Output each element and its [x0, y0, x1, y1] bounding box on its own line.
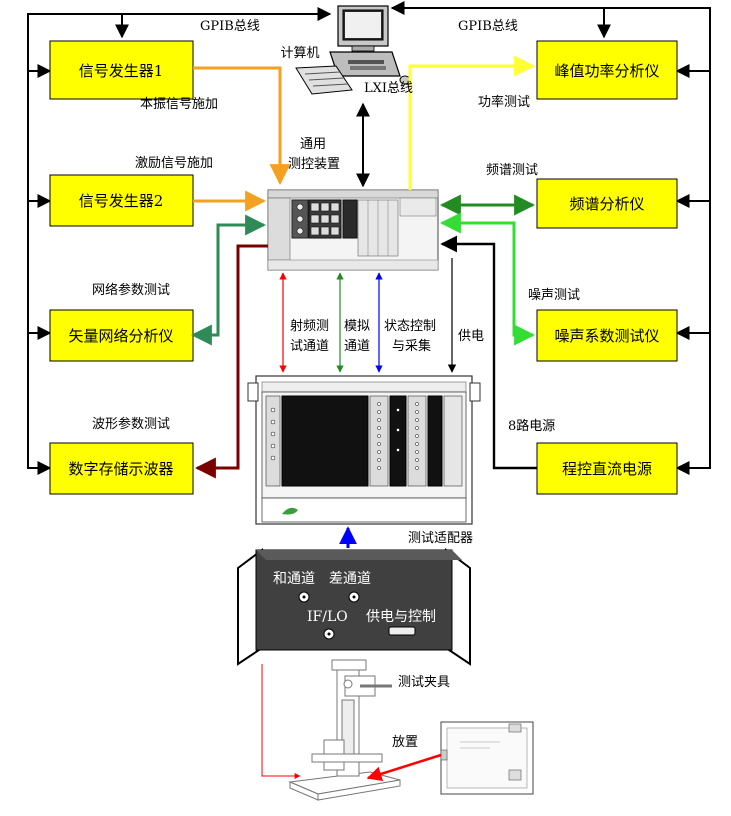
instrument-sig-gen-2: 信号发生器2 [49, 174, 194, 227]
noise-test-label: 噪声测试 [528, 288, 580, 303]
excite-apply-label: 激励信号施加 [135, 156, 213, 171]
arrow-dc-power [440, 235, 537, 470]
state-label-2: 与采集 [392, 338, 431, 354]
arrow-noise-test [439, 212, 536, 346]
diff-channel-label: 差通道 [329, 571, 371, 587]
noise-label: 噪声系数测试仪 [554, 327, 659, 345]
arrow-lo-signal [193, 66, 291, 186]
rf-channel-label-2: 试通道 [290, 339, 329, 354]
test-board-drawing [440, 721, 534, 795]
analog-label-1: 模拟 [344, 319, 370, 334]
lo-apply-label: 本振信号施加 [140, 97, 218, 112]
network-test-label: 网络参数测试 [92, 282, 170, 298]
computer-icon [295, 5, 411, 95]
test-fixture-drawing [288, 659, 401, 801]
adapter-label: 测试适配器 [408, 531, 473, 546]
power-ctrl-label: 供电与控制 [366, 609, 436, 625]
scope-label: 数字存储示波器 [68, 460, 173, 478]
instrument-vna: 矢量网络分析仪 [49, 309, 194, 362]
state-label-1: 状态控制 [384, 319, 436, 334]
sig-gen-1-label: 信号发生器1 [79, 62, 164, 80]
waveform-test-label: 波形参数测试 [92, 416, 170, 432]
computer-label: 计算机 [280, 46, 319, 61]
peak-power-label: 峰值功率分析仪 [554, 62, 659, 80]
gpib-left-label: GPIB总线 [200, 19, 260, 34]
general-ctrl-label-2: 测控装置 [288, 157, 340, 172]
iflo-label: IF/LO [307, 609, 348, 625]
instrument-spectrum: 频谱分析仪 [536, 178, 678, 229]
test-adapter-chassis [247, 375, 481, 525]
instrument-sig-gen-1: 信号发生器1 [49, 40, 194, 100]
arrow-place [366, 753, 442, 782]
vna-label: 矢量网络分析仪 [68, 327, 173, 345]
dc-power-label: 程控直流电源 [562, 460, 652, 478]
adapter-panel [237, 548, 471, 666]
instrument-scope: 数字存储示波器 [49, 442, 194, 495]
power-ctrl-connector-icon [388, 626, 416, 636]
arrow-fixture-link [261, 664, 301, 779]
instrument-noise: 噪声系数测试仪 [536, 309, 678, 362]
general-control-unit [267, 189, 439, 271]
instrument-dc-power: 程控直流电源 [536, 442, 678, 495]
general-ctrl-label-1: 通用 [300, 137, 326, 152]
place-label: 放置 [392, 735, 418, 750]
power-supply-label: 供电 [458, 329, 484, 344]
gpib-right-label: GPIB总线 [458, 19, 518, 34]
spectrum-label: 频谱分析仪 [569, 195, 644, 213]
lxi-bus-label: LXI总线 [364, 81, 413, 96]
fixture-label: 测试夹具 [398, 675, 450, 690]
arrow-network-test [190, 214, 267, 346]
adapter-logo-icon [282, 507, 298, 515]
spectrum-test-label: 频谱测试 [486, 163, 538, 178]
instrument-peak-power: 峰值功率分析仪 [536, 40, 678, 100]
eight-way-power-label: 8路电源 [508, 418, 555, 434]
gpib-bus-lines [27, 7, 711, 475]
arrow-power-test [408, 55, 536, 190]
arrow-waveform-test [194, 244, 268, 479]
rf-channel-label-1: 射频测 [290, 318, 329, 334]
analog-label-2: 通道 [344, 339, 370, 354]
sig-gen-2-label: 信号发生器2 [79, 192, 164, 210]
sum-channel-label: 和通道 [273, 571, 315, 587]
power-test-label: 功率测试 [478, 94, 530, 110]
